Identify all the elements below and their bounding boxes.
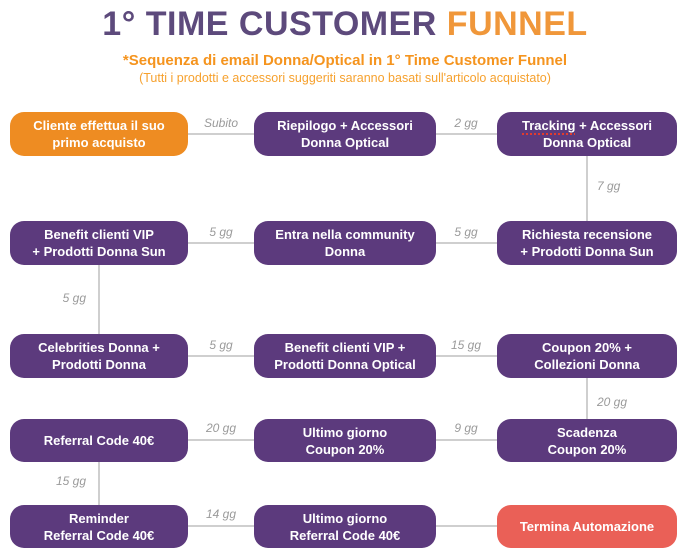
connector-reminder-ultimo [188, 525, 254, 527]
connector-ultimo-termina [436, 525, 497, 527]
node-line: Donna [324, 244, 366, 259]
node-line: Ultimo giorno [302, 424, 388, 440]
node-line: Donna Optical [542, 135, 632, 150]
connector-benefit-celebrities [98, 265, 100, 334]
edge-label-14gg: 14 gg [205, 507, 237, 521]
node-termina-automazione: Termina Automazione [497, 505, 677, 548]
node-line: Referral Code 40€ [289, 527, 401, 543]
node-coupon-collezioni: Coupon 20% + Collezioni Donna [497, 334, 677, 378]
edge-label-2gg: 2 gg [454, 116, 478, 130]
node-line: Benefit clienti VIP + [284, 340, 406, 355]
connector-coupon-scadenza [586, 378, 588, 419]
node-line: Ultimo giorno [302, 510, 388, 526]
node-line: Richiesta recensione [521, 227, 653, 242]
subtitle: *Sequenza di email Donna/Optical in 1° T… [122, 52, 568, 69]
node-line: Reminder [69, 510, 129, 526]
edge-label-20gg-ultimo-referral: 20 gg [205, 421, 237, 435]
node-cliente-primo-acquisto: Cliente effettua il suo primo acquisto [10, 112, 188, 156]
node-richiesta-recensione: Richiesta recensione + Prodotti Donna Su… [497, 221, 677, 265]
node-line: Prodotti Donna [52, 357, 146, 372]
node-line: Collezioni Donna [534, 357, 640, 372]
node-ultimo-giorno-coupon: Ultimo giorno Coupon 20% [254, 419, 436, 462]
node-line: + Prodotti Donna Sun [520, 244, 654, 259]
subnote: (Tutti i prodotti e accessori suggeriti … [139, 71, 551, 85]
node-tracking-accessori: Tracking + Accessori Donna Optical [497, 112, 677, 156]
node-line: Entra nella community [275, 227, 415, 242]
node-line: Tracking + Accessori [522, 118, 652, 133]
connector-riepilogo-tracking [436, 133, 497, 135]
node-line: Referral Code 40€ [43, 527, 155, 543]
node-scadenza-coupon: Scadenza Coupon 20% [497, 419, 677, 462]
edge-label-5gg-richiesta-entra: 5 gg [454, 225, 478, 239]
node-line: Referral Code 40€ [43, 433, 155, 448]
node-referral-code: Referral Code 40€ [10, 419, 188, 462]
connector-celebrities-benefit [188, 355, 254, 357]
node-line: Donna Optical [300, 135, 390, 150]
title-accent: FUNNEL [446, 5, 588, 43]
node-reminder-referral: Reminder Referral Code 40€ [10, 505, 188, 548]
spellcheck-word: Tracking [522, 118, 576, 133]
node-benefit-vip-donna-sun: Benefit clienti VIP + Prodotti Donna Sun [10, 221, 188, 265]
node-benefit-vip-donna-optical: Benefit clienti VIP + Prodotti Donna Opt… [254, 334, 436, 378]
connector-tracking-richiesta [586, 156, 588, 221]
node-line: Riepilogo + Accessori [277, 118, 413, 133]
node-line: Cliente effettua il suo [33, 118, 165, 133]
edge-label-20gg-coupon-scadenza: 20 gg [597, 395, 628, 409]
connector-entra-benefit [188, 242, 254, 244]
edge-label-15gg-referral-reminder: 15 gg [55, 474, 86, 488]
edge-label-5gg-benefit-celebrities: 5 gg [62, 291, 86, 305]
node-line: Prodotti Donna Optical [274, 357, 416, 372]
connector-benefit-coupon [436, 355, 497, 357]
node-line: Benefit clienti VIP [44, 227, 154, 242]
node-entra-community: Entra nella community Donna [254, 221, 436, 265]
node-line: Celebrities Donna + [38, 340, 160, 355]
edge-label-5gg-celebrities-benefit: 5 gg [209, 338, 233, 352]
edge-label-15gg: 15 gg [450, 338, 482, 352]
node-line: Scadenza [557, 424, 617, 440]
connector-ultimo-referral [188, 439, 254, 441]
connector-richiesta-entra [436, 242, 497, 244]
node-line: Coupon 20% + [542, 340, 632, 355]
edge-label-7gg: 7 gg [597, 179, 621, 193]
edge-label-5gg-entra-benefit: 5 gg [209, 225, 233, 239]
node-line: + Prodotti Donna Sun [32, 244, 166, 259]
page-title: 1° TIME CUSTOMER FUNNEL [0, 5, 690, 43]
node-celebrities-donna: Celebrities Donna + Prodotti Donna [10, 334, 188, 378]
node-line: primo acquisto [52, 135, 146, 150]
connector-scadenza-ultimo [436, 439, 497, 441]
title-main: 1° TIME CUSTOMER [102, 5, 447, 43]
edge-label-9gg: 9 gg [454, 421, 478, 435]
edge-label-subito: Subito [203, 116, 239, 130]
connector-referral-reminder [98, 462, 100, 505]
node-riepilogo-accessori: Riepilogo + Accessori Donna Optical [254, 112, 436, 156]
connector-cliente-riepilogo [188, 133, 254, 135]
node-line: Coupon 20% [547, 441, 627, 457]
node-ultimo-giorno-referral: Ultimo giorno Referral Code 40€ [254, 505, 436, 548]
node-line: Termina Automazione [519, 519, 655, 534]
header: 1° TIME CUSTOMER FUNNEL *Sequenza di ema… [0, 5, 690, 85]
node-line: Coupon 20% [305, 441, 385, 457]
